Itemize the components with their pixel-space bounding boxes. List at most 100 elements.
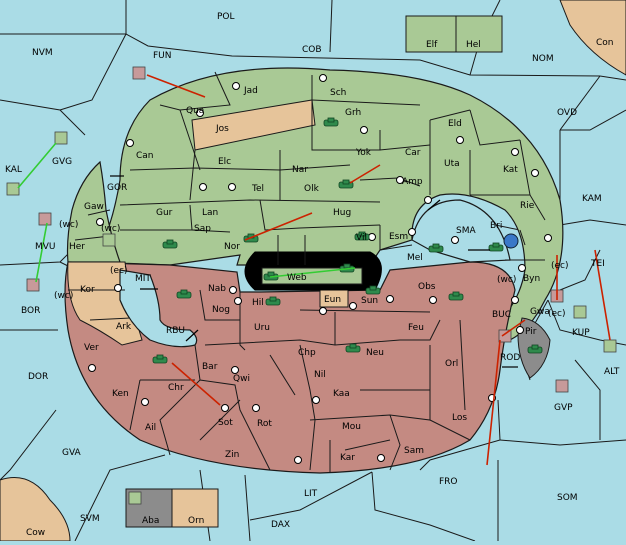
label-ovd: OVD <box>557 108 577 118</box>
label-pir: Pir <box>525 327 537 337</box>
army-unit-hil <box>265 296 281 306</box>
label-rod: ROD <box>500 353 520 363</box>
label-hel: Hel <box>466 40 481 50</box>
label-som: SOM <box>557 493 578 503</box>
label-kor: Kor <box>80 285 95 295</box>
label-kar: Kar <box>340 453 355 463</box>
order-lines <box>146 74 611 466</box>
label-fun: FUN <box>153 51 172 61</box>
fleet-gvp <box>555 379 569 393</box>
label-alt: ALT <box>604 367 620 377</box>
label-ken: Ken <box>112 389 129 399</box>
army-unit-sun <box>365 285 381 295</box>
label-zin: Zin <box>225 450 239 460</box>
label-orl: Orl <box>445 359 458 369</box>
label-tel: Tel <box>251 184 264 194</box>
neutral-unit-bri[interactable] <box>503 233 519 249</box>
label-sun: Sun <box>361 296 378 306</box>
map-labels: POL NVM FUN COB NOM Con Elf Hel OVD KAM … <box>5 12 620 538</box>
army-unit-bri <box>488 242 504 252</box>
label-kam: KAM <box>582 194 602 204</box>
army-unit-sap <box>162 239 178 249</box>
label-yok: Yok <box>355 148 372 158</box>
label-ark: Ark <box>116 322 132 332</box>
fleet-alt <box>603 339 617 353</box>
label-eld: Eld <box>448 119 462 129</box>
label-ec2: (ec) <box>551 261 569 271</box>
label-nvm: NVM <box>32 48 53 58</box>
army-unit-chr <box>152 354 168 364</box>
label-car: Car <box>405 148 421 158</box>
label-bri: Bri <box>490 221 502 231</box>
label-elf: Elf <box>426 40 438 50</box>
label-gva: GVA <box>62 448 82 458</box>
label-mel: Mel <box>407 253 423 263</box>
label-nil: Nil <box>314 370 326 380</box>
label-mvu: MVU <box>35 242 56 252</box>
label-jos: Jos <box>215 124 229 134</box>
label-hug: Hug <box>333 208 351 218</box>
label-los: Los <box>452 413 467 423</box>
label-uru: Uru <box>254 323 270 333</box>
coast-arrows <box>110 175 518 368</box>
label-lan: Lan <box>202 208 218 218</box>
label-web: Web <box>287 273 307 283</box>
label-her: Her <box>69 242 85 252</box>
label-sap: Sap <box>194 224 211 234</box>
label-gwa: Gwa <box>530 307 550 317</box>
army-unit-obs <box>448 291 464 301</box>
label-dor: DOR <box>28 372 48 382</box>
label-aba: Aba <box>142 516 159 526</box>
label-rie: Rie <box>520 201 535 211</box>
label-kal: KAL <box>5 165 22 175</box>
label-gur: Gur <box>156 208 173 218</box>
label-mit: MIT <box>135 274 151 284</box>
province-orn[interactable] <box>171 488 219 528</box>
label-orn: Orn <box>188 516 204 526</box>
label-feu: Feu <box>408 323 424 333</box>
fleet-fun <box>132 66 146 80</box>
label-byn: Byn <box>523 274 540 284</box>
label-qwi: Qwi <box>233 374 250 384</box>
label-vil: Vil <box>356 233 367 243</box>
label-kaa: Kaa <box>333 389 350 399</box>
label-tei: TEI <box>590 259 605 269</box>
label-fro: FRO <box>439 477 458 487</box>
province-web[interactable] <box>261 267 363 285</box>
label-ec3: (ec) <box>548 309 566 319</box>
army-unit-nor <box>243 233 259 243</box>
province-cow[interactable] <box>0 477 71 542</box>
label-gaw: Gaw <box>84 202 104 212</box>
label-esm: Esm <box>389 232 408 242</box>
label-amp: Amp <box>402 177 423 187</box>
fleet-aba <box>128 491 142 505</box>
province-elf-hel-box <box>405 15 503 53</box>
fleet-rod <box>498 329 512 343</box>
label-pol: POL <box>217 12 235 22</box>
label-kup: KUP <box>572 328 590 338</box>
label-elc: Elc <box>218 157 231 167</box>
label-ost: Ost <box>317 257 333 267</box>
region-south-red <box>64 261 516 474</box>
label-olk: Olk <box>304 184 320 194</box>
province-jos[interactable] <box>191 99 316 151</box>
label-nom: NOM <box>532 54 554 64</box>
label-nar: Nar <box>292 165 308 175</box>
label-grh: Grh <box>345 108 361 118</box>
label-rbu: RBU <box>166 326 185 336</box>
fleet-units[interactable] <box>6 66 617 505</box>
label-wc3: (wc) <box>497 275 516 285</box>
army-unit-vil <box>354 231 370 241</box>
label-sam: Sam <box>404 446 424 456</box>
label-can: Can <box>136 151 154 161</box>
support-lines <box>17 142 356 283</box>
label-gvg: GVG <box>52 157 72 167</box>
fleet-kal <box>6 182 20 196</box>
label-nor: Nor <box>224 242 240 252</box>
army-units[interactable] <box>152 117 543 364</box>
label-sma: SMA <box>456 226 476 236</box>
fleet-kup <box>573 305 587 319</box>
label-ec1: (ec) <box>110 266 128 276</box>
